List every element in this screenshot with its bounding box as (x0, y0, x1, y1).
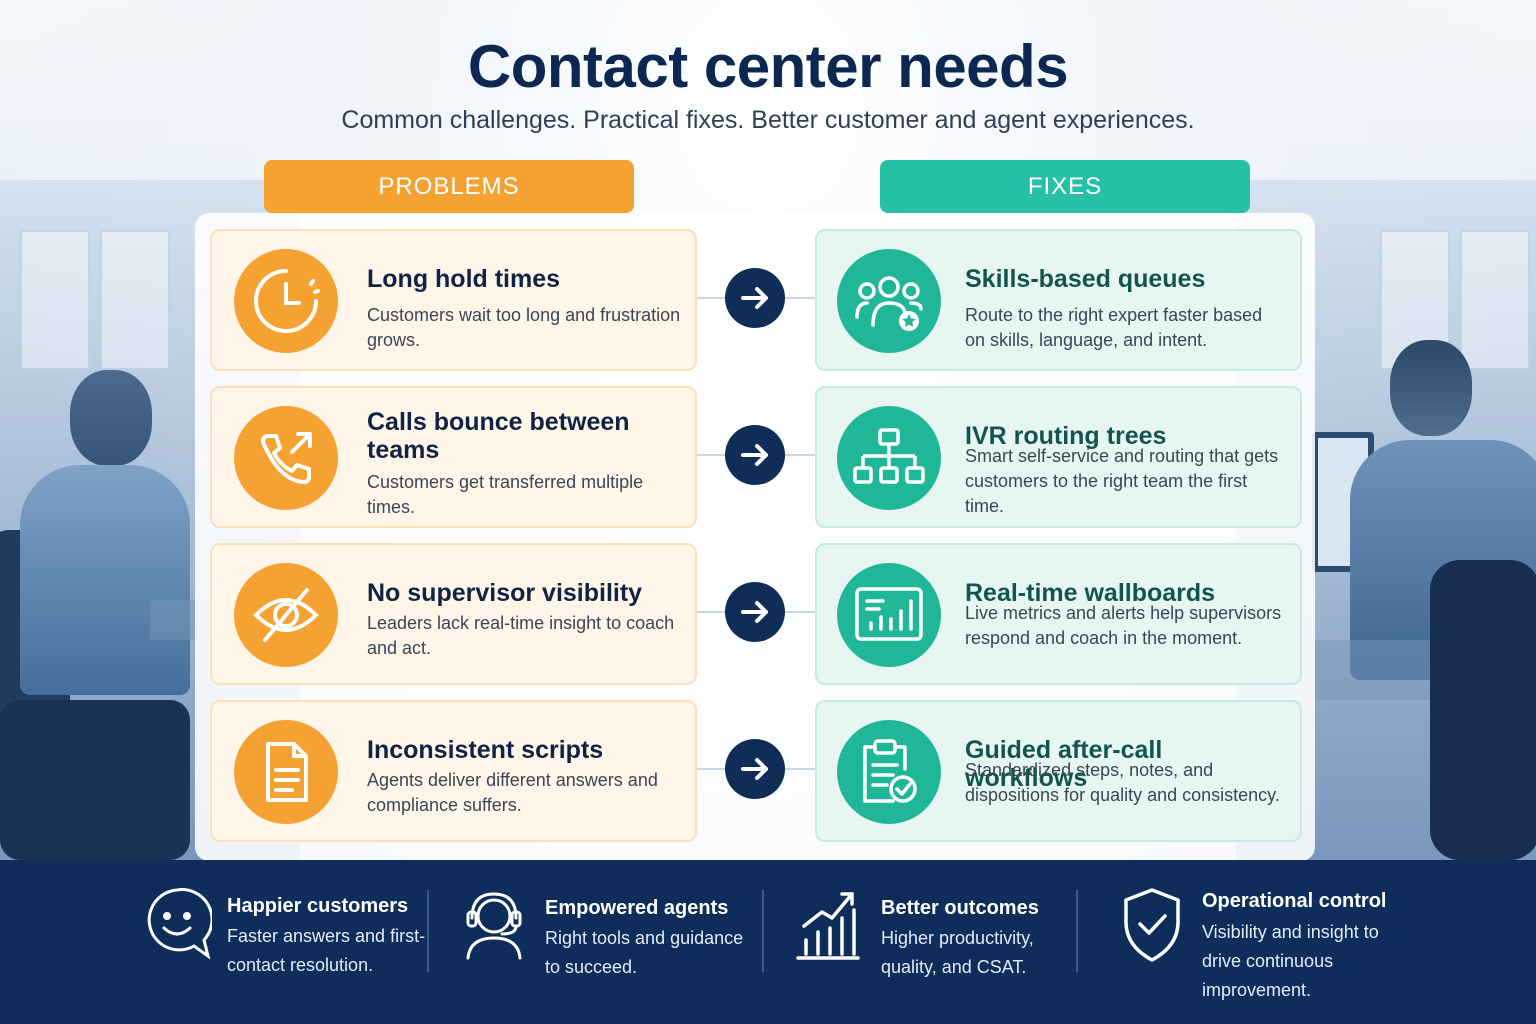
fixes-header: FIXES (880, 160, 1250, 213)
problem-desc: Agents deliver different answers and com… (367, 770, 658, 815)
benefit-desc: Higher productivity, quality, and CSAT. (881, 928, 1034, 977)
fix-title: Guided after-call workflows (965, 736, 1163, 792)
fix-desc: Smart self-service and routing that gets… (965, 446, 1279, 516)
fix-title: IVR routing trees (965, 422, 1167, 450)
problem-card-inconsistent-scripts: Inconsistent scripts Agents deliver diff… (210, 700, 697, 842)
benefits-footer (0, 860, 1536, 1024)
phone-transfer-icon (234, 406, 338, 510)
fix-card-ivr-routing: IVR routing trees Smart self-service and… (815, 386, 1302, 528)
shield-check-icon (1120, 886, 1184, 971)
background-window (1460, 230, 1530, 370)
page-subtitle: Common challenges. Practical fixes. Bett… (341, 106, 1195, 134)
background-window (20, 230, 90, 370)
eye-slash-icon (234, 563, 338, 667)
problem-title: No supervisor visibility (367, 579, 643, 607)
fix-desc: Route to the right expert faster based o… (965, 305, 1263, 350)
problem-desc: Leaders lack real-time insight to coach … (367, 613, 675, 658)
benefit-desc: Right tools and guidance to succeed. (545, 928, 744, 977)
fix-title: Skills-based queues (965, 265, 1206, 293)
page-title: Contact center needs (467, 33, 1069, 100)
document-icon (234, 720, 338, 824)
problem-title: Long hold times (367, 265, 561, 293)
benefit-title: Operational control (1202, 890, 1387, 912)
headset-agent-icon (462, 888, 526, 965)
fix-title: Real-time wallboards (965, 579, 1216, 607)
benefit-title: Better outcomes (881, 897, 1039, 919)
fix-card-skills-queues: Skills-based queues Route to the right e… (815, 229, 1302, 371)
background-window (100, 230, 170, 370)
arrow-right-icon (725, 739, 785, 799)
arrow-right-icon (725, 582, 785, 642)
problem-title: Inconsistent scripts (367, 736, 604, 764)
divider (762, 890, 764, 972)
routing-tree-icon (837, 406, 941, 510)
problem-card-long-hold-times: Long hold times Customers wait too long … (210, 229, 697, 371)
fix-desc: Standardized steps, notes, and dispositi… (965, 760, 1280, 805)
problems-header: PROBLEMS (264, 160, 634, 213)
fix-card-wallboards: Real-time wallboards Live metrics and al… (815, 543, 1302, 685)
divider (1076, 890, 1078, 972)
growth-chart-icon (796, 888, 860, 965)
fix-desc: Live metrics and alerts help supervisors… (965, 603, 1282, 648)
arrow-right-icon (725, 425, 785, 485)
benefit-desc: Visibility and insight to drive continuo… (1202, 922, 1379, 1000)
divider (427, 890, 429, 972)
benefit-desc: Faster answers and first-contact resolut… (227, 926, 426, 975)
arrow-right-icon (725, 268, 785, 328)
benefit-title: Empowered agents (545, 897, 729, 919)
smiley-chat-icon (142, 886, 214, 965)
problem-desc: Customers get transferred multiple times… (367, 472, 644, 517)
fix-card-after-call-workflows: Guided after-call workflows Standardized… (815, 700, 1302, 842)
clipboard-check-icon (837, 720, 941, 824)
problem-title: Calls bounce between teams (367, 408, 630, 464)
problem-desc: Customers wait too long and frustration … (367, 305, 681, 350)
benefit-title: Happier customers (227, 895, 409, 917)
problem-card-no-visibility: No supervisor visibility Leaders lack re… (210, 543, 697, 685)
problem-card-calls-bounce: Calls bounce between teams Customers get… (210, 386, 697, 528)
clock-icon (234, 249, 338, 353)
dashboard-chart-icon (837, 563, 941, 667)
team-star-icon (837, 249, 941, 353)
